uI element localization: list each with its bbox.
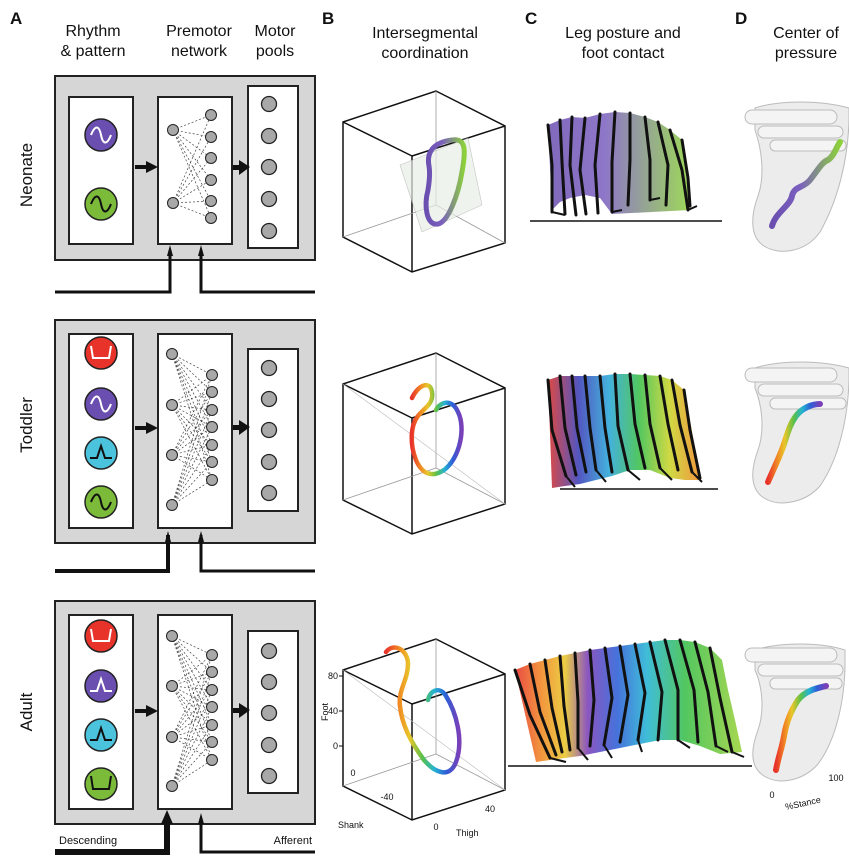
toddler-network-nodes — [166, 348, 218, 511]
shank-tick-0: 0 — [350, 768, 355, 778]
adult-premotor-box — [157, 614, 233, 810]
foot-tick-0: 0 — [333, 741, 338, 751]
header-network: network — [171, 43, 228, 60]
foot-tick-80: 80 — [328, 671, 338, 681]
neonate-network-connections — [172, 114, 212, 219]
toddler-sine-generator-purple — [84, 387, 118, 421]
neonate-coordination-cube — [342, 90, 506, 273]
toddler-generator-red — [84, 336, 118, 370]
row-label-toddler: Toddler — [17, 397, 36, 453]
adult-generator-green — [84, 767, 118, 801]
toddler-motor-neurons — [260, 359, 278, 502]
neonate-foot-pressure — [744, 101, 849, 252]
header-pools: pools — [256, 43, 294, 60]
toddler-pressure-trace — [765, 401, 823, 485]
header-pattern: & pattern — [61, 43, 126, 60]
thigh-tick-40: 40 — [485, 804, 495, 814]
toddler-coordination-cube — [342, 352, 506, 535]
toddler-network-connections — [171, 353, 213, 506]
neonate-descending-line — [55, 250, 172, 294]
adult-pulse-generator-purple — [84, 669, 118, 703]
header-premotor: Premotor — [166, 23, 232, 40]
adult-generator-red — [84, 619, 118, 653]
neonate-network — [54, 75, 316, 294]
toddler-coordination-loop — [409, 382, 464, 477]
descending-label: Descending — [59, 835, 117, 847]
adult-foot-pressure: 0 100 %Stance — [744, 643, 846, 812]
adult-coordination-loop — [383, 645, 462, 775]
toddler-foot-pressure — [744, 361, 849, 504]
header-coordination: coordination — [381, 45, 468, 62]
adult-network-connections — [171, 635, 213, 787]
header-pressure: pressure — [775, 45, 837, 62]
neonate-premotor-box — [157, 96, 233, 245]
row-label-adult: Adult — [17, 692, 36, 731]
toddler-pulse-generator-cyan — [84, 436, 118, 470]
adult-descending-line — [55, 818, 170, 855]
toddler-sine-generator-green — [84, 485, 118, 519]
adult-motor-neurons — [260, 642, 278, 785]
toddler-afferent-line — [199, 535, 315, 573]
header-foot-contact: foot contact — [582, 45, 665, 62]
neonate-coordination-loop — [423, 137, 467, 227]
adult-pulse-generator-cyan — [84, 718, 118, 752]
adult-leg-posture — [508, 638, 752, 767]
toddler-leg-posture — [546, 372, 718, 490]
shank-tick-minus40: -40 — [380, 792, 393, 802]
foot-axis-label: Foot — [320, 702, 330, 721]
adult-network-nodes — [166, 630, 218, 792]
thigh-axis-label: Thigh — [456, 828, 479, 838]
stance-tick-0: 0 — [769, 790, 774, 800]
panel-letter-d: D — [735, 9, 747, 28]
header-leg-posture: Leg posture and — [565, 25, 681, 42]
panel-letter-a: A — [10, 9, 22, 28]
afferent-label: Afferent — [274, 835, 312, 847]
panel-letter-b: B — [322, 9, 334, 28]
row-label-neonate: Neonate — [17, 143, 36, 207]
neonate-sine-generator-purple — [84, 118, 118, 152]
header-motor: Motor — [255, 23, 297, 40]
shank-axis-label: Shank — [338, 820, 364, 830]
stance-tick-100: 100 — [828, 773, 843, 783]
stance-axis-label: %Stance — [784, 795, 821, 812]
foot-axis-ticks: 80 40 0 — [328, 671, 343, 751]
neonate-motor-neurons — [260, 95, 278, 240]
adult-network: Descending Afferent — [54, 600, 316, 855]
neonate-leg-posture — [530, 110, 722, 222]
adult-coordination-cube: 80 40 0 Foot 0 -40 Shank 0 40 Thigh — [320, 638, 506, 838]
panel-letter-c: C — [525, 9, 537, 28]
toddler-network — [54, 319, 316, 573]
adult-afferent-line — [199, 818, 315, 854]
neonate-afferent-line — [199, 250, 315, 294]
neonate-sine-generator-green — [84, 187, 118, 221]
header-intersegmental: Intersegmental — [372, 25, 478, 42]
foot-tick-40: 40 — [328, 706, 338, 716]
adult-pressure-trace — [773, 683, 829, 773]
header-rhythm: Rhythm — [65, 23, 120, 40]
toddler-descending-line — [55, 535, 170, 573]
header-center: Center of — [773, 25, 839, 42]
thigh-tick-0: 0 — [433, 822, 438, 832]
neonate-network-nodes — [167, 109, 217, 224]
neonate-pressure-trace — [769, 139, 843, 229]
